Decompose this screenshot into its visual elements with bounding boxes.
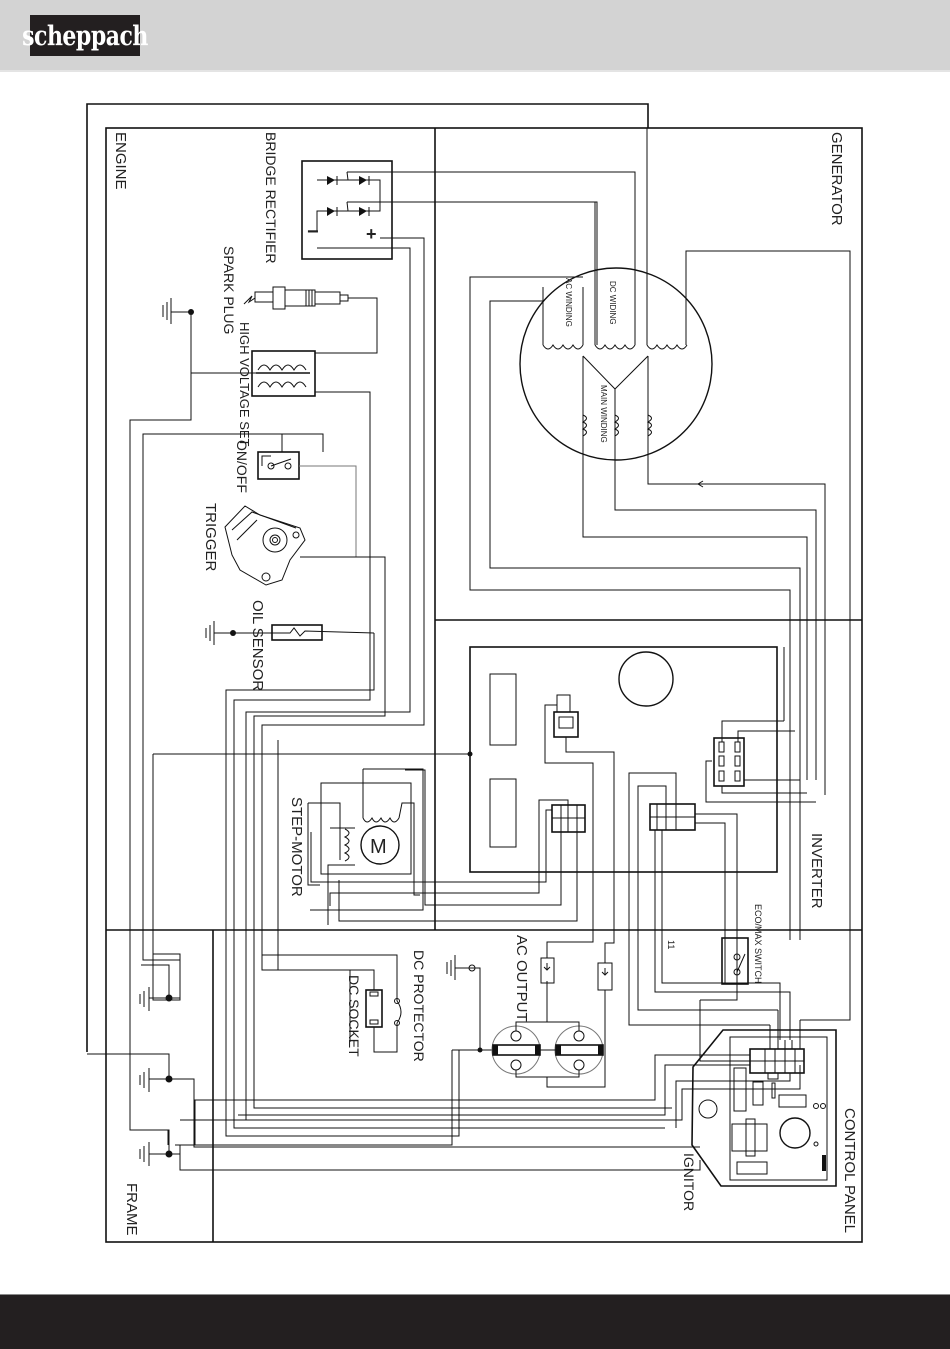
dc-winding-coil-icon <box>595 345 635 349</box>
ac-winding-label: AC WINDING <box>564 278 573 327</box>
coil-icon <box>258 365 306 370</box>
main-winding-coil-icon <box>648 415 652 436</box>
main-winding-coil-icon <box>615 415 619 436</box>
diode-icon <box>327 207 335 216</box>
diode-icon <box>327 176 335 185</box>
main-winding-coil-icon <box>583 415 587 436</box>
diode-icon <box>359 207 367 216</box>
ignitor-label: IGNITOR <box>681 1153 697 1211</box>
oil-sensor-label: OIL SENSOR <box>249 600 266 691</box>
step-motor-coil-icon <box>345 829 349 861</box>
eco-max-switch: 11 <box>666 823 748 984</box>
trigger-label: TRIGGER <box>202 503 219 572</box>
generator-stator <box>470 128 850 1020</box>
dc-winding-label: DC WIDING <box>608 281 617 325</box>
inverter-board <box>153 647 816 1040</box>
step-motor-label: STEP-MOTOR <box>288 797 305 897</box>
section-label-engine: ENGINE <box>112 132 129 190</box>
spark-plug <box>244 287 377 353</box>
section-label-inverter: INVERTER <box>808 833 825 909</box>
step-motor-coil-icon <box>363 818 399 822</box>
spark-plug-label: SPARK PLUG <box>221 246 237 334</box>
page-footer <box>0 1294 950 1349</box>
on-off-switch <box>143 434 356 1000</box>
spark-icon <box>244 296 255 304</box>
on-off-label: ON/OFF <box>234 440 250 493</box>
dc-socket-label: DC SOCKET <box>346 975 362 1057</box>
ground-symbol-1 <box>140 954 180 1011</box>
rectifier-plus-label: + <box>366 224 377 244</box>
step-motor: M <box>308 769 423 925</box>
section-label-generator: GENERATOR <box>828 132 845 226</box>
eco-max-switch-label: ECO/MAX SWITCH <box>753 904 763 984</box>
section-label-control-panel: CONTROL PANEL <box>841 1108 858 1233</box>
section-label-frame: FRAME <box>123 1183 140 1236</box>
dc-protector-label: DC PROTECTOR <box>411 950 427 1062</box>
diode-icon <box>359 176 367 185</box>
dc-protector-socket <box>262 740 401 1052</box>
frame-grounds <box>87 954 700 1170</box>
rectifier-minus-label: − <box>307 221 319 243</box>
winding-coil-icon <box>647 345 687 349</box>
ac-output-label: AC OUTPUT <box>513 935 530 1022</box>
pin-marker: 11 <box>666 940 676 949</box>
bridge-rectifier-label: BRIDGE RECTIFIER <box>263 132 279 263</box>
main-frame-border <box>106 128 862 1242</box>
high-voltage-set-label: HIGH VOLTAGE SET <box>237 322 252 447</box>
ac-winding-coil-icon <box>543 345 583 349</box>
coil-icon <box>258 382 306 387</box>
motor-symbol: M <box>370 836 387 858</box>
main-winding-label: MAIN WINDING <box>599 385 608 443</box>
